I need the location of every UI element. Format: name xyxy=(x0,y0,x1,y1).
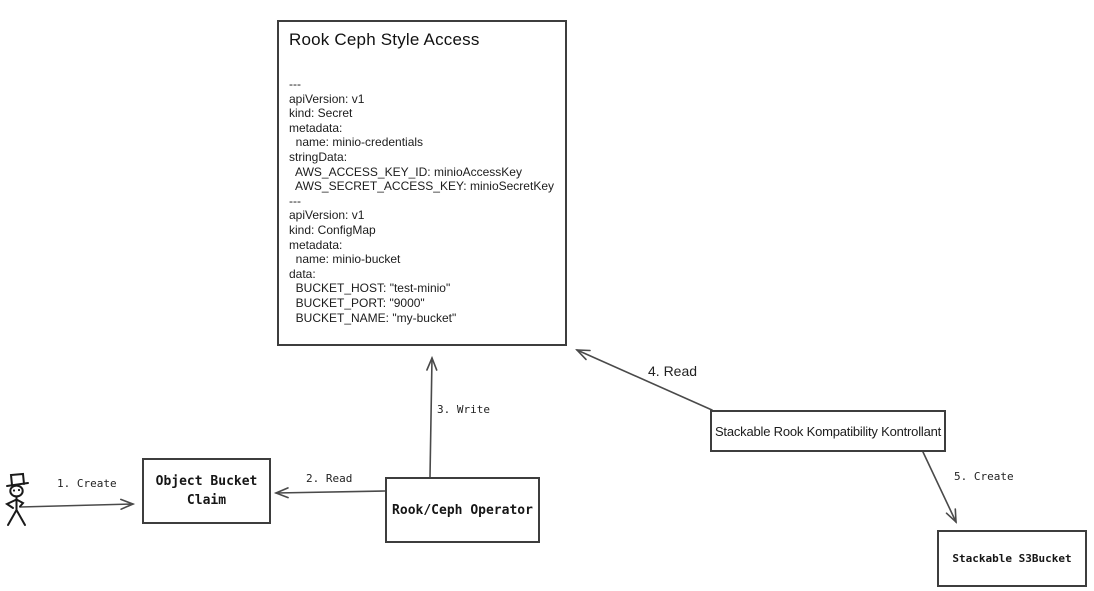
arrow-3-write xyxy=(426,355,438,478)
yaml-line: kind: Secret xyxy=(289,106,353,121)
yaml-line: apiVersion: v1 xyxy=(289,208,365,223)
arrow-2-read xyxy=(273,487,386,499)
main-box-title: Rook Ceph Style Access xyxy=(289,30,480,49)
edge-label-5-create: 5. Create xyxy=(954,470,1014,483)
kontrollant-label: Stackable Rook Kompatibility Kontrollant xyxy=(714,423,942,439)
yaml-line: AWS_ACCESS_KEY_ID: minioAccessKey xyxy=(289,164,522,179)
yaml-line: BUCKET_PORT: "9000" xyxy=(289,295,425,310)
yaml-line: name: minio-bucket xyxy=(289,252,401,267)
edge-label-1-create: 1. Create xyxy=(57,477,117,490)
yaml-line: --- xyxy=(289,193,301,208)
arrow-1-create xyxy=(19,498,136,510)
rook-ceph-operator-label: Rook/Ceph Operator xyxy=(392,502,533,518)
kontrollant-box: Stackable Rook Kompatibility Kontrollant xyxy=(710,410,946,452)
edge-label-4-read: 4. Read xyxy=(648,363,698,379)
yaml-line: stringData: xyxy=(289,149,348,164)
edge-label-2-read: 2. Read xyxy=(306,472,353,485)
arrow-4-read xyxy=(575,349,713,411)
yaml-line: data: xyxy=(289,266,316,281)
yaml-line: metadata: xyxy=(289,120,343,135)
arrow-5-create xyxy=(922,451,957,524)
yaml-line: BUCKET_NAME: "my-bucket" xyxy=(289,310,457,325)
stackable-s3bucket-label: Stackable S3Bucket xyxy=(952,552,1072,565)
user-actor-figure xyxy=(4,472,29,526)
yaml-line: BUCKET_HOST: "test-minio" xyxy=(289,281,451,296)
edge-label-3-write: 3. Write xyxy=(437,403,490,416)
yaml-line: apiVersion: v1 xyxy=(289,91,365,106)
rook-ceph-operator-box: Rook/Ceph Operator xyxy=(385,477,540,543)
yaml-line: kind: ConfigMap xyxy=(289,222,376,237)
yaml-line: AWS_SECRET_ACCESS_KEY: minioSecretKey xyxy=(289,179,554,194)
stackable-s3bucket-box: Stackable S3Bucket xyxy=(937,530,1087,587)
rook-ceph-style-access-box: Rook Ceph Style Access ---apiVersion: v1… xyxy=(277,20,567,346)
top-hat-icon xyxy=(9,472,25,486)
yaml-line: --- xyxy=(289,77,301,91)
yaml-line: name: minio-credentials xyxy=(289,135,424,150)
object-bucket-claim-box: Object Bucket Claim xyxy=(142,458,271,524)
yaml-line: metadata: xyxy=(289,237,343,252)
object-bucket-claim-label: Object Bucket Claim xyxy=(155,474,258,508)
